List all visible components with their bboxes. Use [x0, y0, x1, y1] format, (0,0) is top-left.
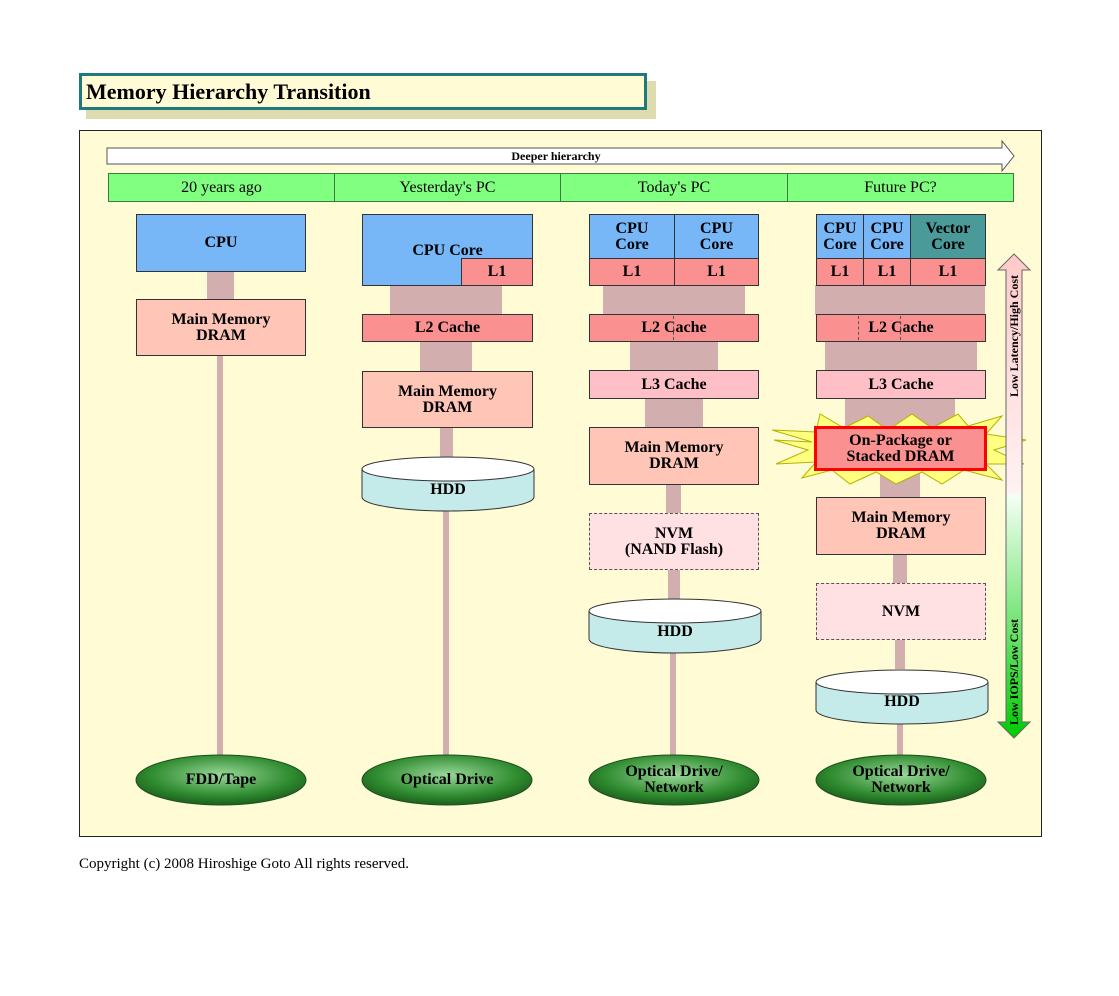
col3-hdd-label: HDD — [657, 623, 693, 640]
col3-link-nvm-hdd — [668, 569, 680, 599]
col2-connector-line — [443, 505, 449, 765]
col4-storage-label: Optical Drive/ Network — [852, 763, 950, 796]
col2-main-memory-box: Main Memory DRAM — [362, 371, 533, 428]
col4-hdd-label: HDD — [884, 693, 920, 710]
col1-cpu-box: CPU — [136, 214, 306, 272]
col4-vector-core: Vector Core — [910, 214, 986, 259]
col4-l1-c: L1 — [910, 258, 986, 286]
col3-main-memory-box: Main Memory DRAM — [589, 427, 759, 485]
col4-optical-drive-ellipse — [815, 754, 987, 806]
side-label-top: Low Latency/High Cost — [1006, 275, 1021, 398]
col3-link-mem-nvm — [666, 484, 681, 514]
col3-l3-cache-box: L3 Cache — [589, 370, 759, 399]
col4-hdd-cylinder — [815, 669, 989, 725]
side-label-bottom-container: Low IOPS/Low Cost — [1006, 606, 1022, 738]
side-label-bottom: Low IOPS/Low Cost — [1006, 619, 1021, 726]
page-title-text: Memory Hierarchy Transition — [86, 78, 371, 104]
copyright-text: Copyright (c) 2008 Hiroshige Goto All ri… — [79, 856, 409, 872]
col2-link-core-l2 — [390, 285, 502, 315]
col4-cpu-core-1: CPU Core — [816, 214, 864, 259]
latency-cost-arrow — [996, 253, 1032, 739]
col2-hdd-cylinder — [361, 456, 535, 512]
col4-link-l2-l3 — [825, 341, 977, 371]
col4-link-mem-nvm — [893, 553, 907, 584]
col1-main-memory-box: Main Memory DRAM — [136, 299, 306, 356]
col3-optical-drive-ellipse — [588, 754, 760, 806]
col4-connector-line — [897, 715, 903, 765]
col2-optical-drive-ellipse — [361, 754, 533, 806]
col4-l2-cache-box: L2 Cache — [816, 314, 986, 342]
col4-l2-divider-1 — [858, 316, 859, 340]
col4-l2-divider-2 — [900, 316, 901, 340]
col3-l1-a: L1 — [589, 258, 675, 286]
deeper-hierarchy-label: Deeper hierarchy — [511, 148, 601, 163]
col3-l1-b: L1 — [674, 258, 759, 286]
col4-l3-cache-box: L3 Cache — [816, 370, 986, 399]
col3-nvm-box: NVM (NAND Flash) — [589, 513, 759, 570]
col4-link-l1-l2 — [815, 285, 985, 315]
column-header-yesterdays-pc: Yesterday's PC — [334, 173, 561, 202]
col2-link-mem-hdd — [440, 427, 453, 457]
col2-cpu-core-label: CPU Core — [412, 242, 483, 259]
col1-fdd-tape-ellipse — [135, 754, 307, 806]
col3-l2-divider — [673, 316, 674, 340]
col3-hdd-cylinder — [588, 598, 762, 654]
col4-l1-b: L1 — [863, 258, 911, 286]
col4-l1-a: L1 — [816, 258, 864, 286]
col4-main-memory-box: Main Memory DRAM — [816, 497, 986, 555]
page-title: Memory Hierarchy Transition — [79, 73, 647, 110]
col3-cpu-core-1: CPU Core — [589, 214, 675, 259]
col3-l2-cache-box: L2 Cache — [589, 314, 759, 342]
col1-cpu-mem-link — [207, 271, 234, 300]
col3-link-l3-mem — [645, 398, 703, 428]
col2-storage-label: Optical Drive — [400, 771, 494, 788]
col2-link-l2-mem — [420, 341, 472, 372]
side-label-top-container: Low Latency/High Cost — [1006, 262, 1022, 410]
col3-link-l2-l3 — [630, 341, 718, 371]
col4-link-nvm-hdd — [895, 639, 905, 669]
column-header-20-years-ago: 20 years ago — [108, 173, 335, 202]
col1-connector-line — [217, 355, 223, 765]
column-header-todays-pc: Today's PC — [560, 173, 788, 202]
col2-l1-box: L1 — [461, 258, 533, 286]
col3-cpu-core-2: CPU Core — [674, 214, 759, 259]
col1-storage-label: FDD/Tape — [185, 771, 257, 788]
deeper-hierarchy-arrow — [106, 140, 1015, 172]
col4-cpu-core-2: CPU Core — [863, 214, 911, 259]
column-header-future-pc: Future PC? — [787, 173, 1014, 202]
col3-connector-line — [670, 645, 676, 765]
col2-hdd-label: HDD — [430, 481, 466, 498]
col4-nvm-box: NVM — [816, 583, 986, 640]
col4-on-package-dram-box: On-Package or Stacked DRAM — [814, 426, 987, 471]
col3-storage-label: Optical Drive/ Network — [625, 763, 723, 796]
col2-l2-cache-box: L2 Cache — [362, 314, 533, 342]
col3-link-l1-l2 — [603, 285, 745, 315]
